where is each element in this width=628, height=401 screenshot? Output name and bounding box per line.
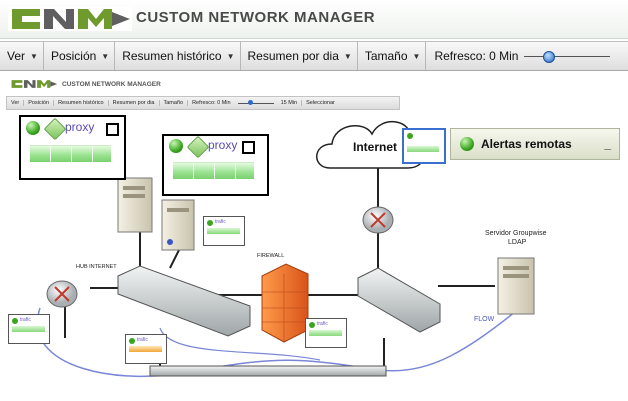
internet-label: Internet bbox=[353, 140, 398, 154]
status-dot-icon bbox=[169, 139, 183, 153]
mini-menu-ver[interactable]: Ver bbox=[7, 100, 25, 106]
slider-track bbox=[524, 56, 611, 57]
traffic-tile-bar bbox=[207, 228, 240, 234]
mini-refresh-label: Refresco: 0 Min bbox=[192, 100, 231, 106]
main-menubar: Ver ▼ Posición ▼ Resumen histórico ▼ Resume… bbox=[0, 41, 628, 71]
refresh-control: Refresco: 0 Min bbox=[426, 42, 611, 70]
minimize-button[interactable]: _ bbox=[604, 137, 611, 151]
menu-resumen-historico-label: Resumen histórico bbox=[122, 49, 222, 63]
traffic-tile[interactable]: trafic bbox=[203, 216, 245, 246]
remote-alerts-label: Alertas remotas bbox=[481, 137, 572, 151]
proxy-widget-label[interactable]: proxy bbox=[208, 138, 238, 152]
traffic-bar bbox=[30, 145, 111, 162]
traffic-tile-label: trafic bbox=[215, 219, 226, 225]
server-label-line1: Servidor Groupwise bbox=[485, 230, 547, 237]
mini-refresh-slider[interactable] bbox=[237, 100, 274, 106]
proxy-widget[interactable]: proxy bbox=[162, 134, 269, 196]
server-icon[interactable] bbox=[497, 257, 535, 315]
mini-menu-resumen-por-dia[interactable]: Resumen por dia bbox=[109, 100, 160, 106]
mini-menu-tamano[interactable]: Tamaño bbox=[160, 100, 189, 106]
firewall-icon[interactable] bbox=[261, 263, 309, 343]
status-dot-icon bbox=[460, 137, 474, 151]
status-dot-icon bbox=[407, 133, 413, 139]
app-header: CUSTOM NETWORK MANAGER bbox=[0, 0, 628, 39]
tag-icon bbox=[43, 117, 67, 141]
traffic-tile-label: trafic bbox=[137, 337, 148, 343]
status-dot-icon bbox=[207, 220, 213, 226]
mini-menu-posicion[interactable]: Posición bbox=[24, 100, 55, 106]
proxy-widget-label[interactable]: proxy bbox=[65, 120, 95, 134]
router-icon[interactable] bbox=[362, 206, 394, 234]
mini-cnm-logo bbox=[11, 80, 58, 88]
traffic-bar bbox=[173, 162, 254, 179]
traffic-tile[interactable]: trafic bbox=[125, 334, 167, 364]
traffic-tile-bar bbox=[309, 330, 342, 336]
dropdown-arrow-icon: ▼ bbox=[343, 51, 352, 61]
proxy-widget[interactable]: proxy bbox=[19, 115, 126, 180]
checkbox-icon[interactable] bbox=[106, 123, 119, 136]
mini-menu-seleccionar[interactable]: Seleccionar bbox=[306, 100, 335, 106]
network-topology-canvas bbox=[36, 120, 535, 378]
menu-tamano-label: Tamaño bbox=[364, 49, 408, 63]
traffic-tile[interactable] bbox=[402, 128, 446, 164]
dropdown-arrow-icon: ▼ bbox=[226, 51, 235, 61]
app-title: CUSTOM NETWORK MANAGER bbox=[136, 9, 376, 26]
cnm-logo bbox=[8, 7, 132, 31]
router-icon[interactable] bbox=[46, 280, 78, 308]
menu-ver-label: Ver bbox=[7, 49, 26, 63]
mini-menubar: Ver Posición Resumen histórico Resumen p… bbox=[6, 96, 400, 110]
status-dot-icon bbox=[26, 121, 40, 135]
mini-menu-resumen-historico[interactable]: Resumen histórico bbox=[54, 100, 109, 106]
checkbox-icon[interactable] bbox=[242, 141, 255, 154]
menu-posicion[interactable]: Posición ▼ bbox=[44, 42, 116, 70]
slider-knob-icon[interactable] bbox=[543, 51, 556, 63]
firewall-label: FIREWALL bbox=[257, 253, 285, 259]
refresh-label: Refresco: 0 Min bbox=[434, 49, 519, 63]
remote-alerts-panel[interactable]: Alertas remotas _ bbox=[450, 128, 620, 160]
server-label-line2: LDAP bbox=[508, 239, 527, 246]
menu-resumen-por-dia[interactable]: Resumen por dia ▼ bbox=[241, 42, 358, 70]
tag-icon bbox=[186, 135, 210, 159]
dropdown-arrow-icon: ▼ bbox=[101, 51, 110, 61]
status-dot-icon bbox=[129, 338, 135, 344]
dropdown-arrow-icon: ▼ bbox=[30, 51, 38, 61]
status-dot-icon bbox=[12, 318, 18, 324]
traffic-tile[interactable]: trafic bbox=[8, 314, 50, 344]
traffic-tile[interactable]: trafic bbox=[305, 318, 347, 348]
dropdown-arrow-icon: ▼ bbox=[412, 51, 421, 61]
network-diagram: HUB INTERNET FIREWALL Internet Servidor … bbox=[0, 108, 628, 401]
menu-ver[interactable]: Ver ▼ bbox=[0, 42, 44, 70]
menu-resumen-historico[interactable]: Resumen histórico ▼ bbox=[115, 42, 241, 70]
menu-resumen-por-dia-label: Resumen por dia bbox=[247, 49, 339, 63]
traffic-tile-bar bbox=[407, 146, 439, 152]
hub-label: HUB INTERNET bbox=[76, 264, 117, 270]
traffic-tile-label: trafic bbox=[317, 321, 328, 327]
traffic-tile-bar bbox=[129, 346, 162, 352]
mini-refresh-max: 15 Min bbox=[277, 100, 303, 106]
switch-icon[interactable] bbox=[149, 365, 387, 377]
switch-icon[interactable] bbox=[357, 267, 441, 333]
mini-slider-knob-icon[interactable] bbox=[247, 100, 253, 105]
traffic-tile-bar bbox=[12, 326, 45, 332]
menu-posicion-label: Posición bbox=[50, 49, 97, 63]
refresh-slider[interactable] bbox=[524, 51, 611, 63]
status-dot-icon bbox=[309, 322, 315, 328]
mini-app-title: CUSTOM NETWORK MANAGER bbox=[62, 81, 161, 88]
traffic-tile-label: trafic bbox=[20, 317, 31, 323]
switch-icon[interactable] bbox=[117, 265, 251, 337]
menu-tamano[interactable]: Tamaño ▼ bbox=[358, 42, 427, 70]
flow-label: FLOW bbox=[474, 316, 495, 323]
server-icon[interactable] bbox=[161, 199, 195, 251]
server-icon[interactable] bbox=[117, 177, 153, 233]
